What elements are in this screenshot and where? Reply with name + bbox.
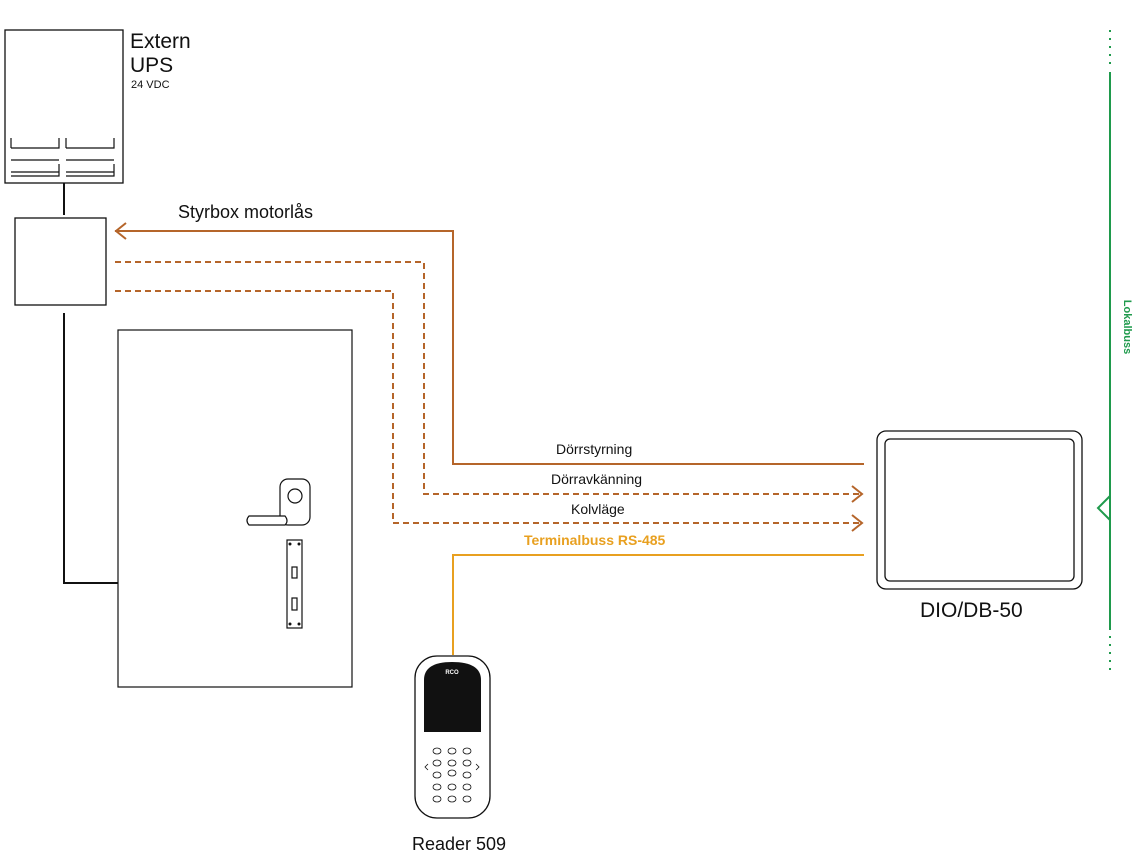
- door: [117, 329, 353, 688]
- control-box-label: Styrbox motorlås: [178, 202, 313, 222]
- door-handle: [246, 478, 311, 526]
- door-control-line: [114, 222, 864, 465]
- ups-unit: Extern UPS 24 VDC: [4, 29, 191, 184]
- controller-label: DIO/DB-50: [920, 599, 1023, 622]
- reader-keypad: [424, 747, 480, 803]
- local-bus-label: Lokalbuss: [1121, 300, 1133, 354]
- door-sensing-arrow: [851, 485, 864, 503]
- terminal-bus-label: Terminalbuss RS-485: [524, 532, 666, 548]
- reader-brand: RCO: [445, 670, 459, 676]
- reader-label: Reader 509: [412, 834, 506, 854]
- controller-dio-db50: DIO/DB-50: [876, 430, 1083, 622]
- ups-title-line1: Extern: [130, 30, 191, 53]
- ups-title-line2: UPS: [130, 54, 173, 77]
- door-sensing-label: Dörravkänning: [551, 471, 642, 487]
- door-sensing-line: [115, 261, 860, 495]
- bolt-position-line: [115, 290, 860, 524]
- bolt-position-label: Kolvläge: [571, 501, 625, 517]
- control-box: Styrbox motorlås: [14, 202, 313, 306]
- local-bus: Lokalbuss: [1096, 30, 1133, 672]
- ups-voltage: 24 VDC: [131, 79, 170, 91]
- reader-509: RCO Reader 509: [412, 655, 506, 854]
- terminal-bus-line: [452, 554, 864, 655]
- bolt-position-arrow: [851, 514, 864, 532]
- lock-faceplate: [286, 539, 303, 629]
- door-control-label: Dörrstyrning: [556, 441, 632, 457]
